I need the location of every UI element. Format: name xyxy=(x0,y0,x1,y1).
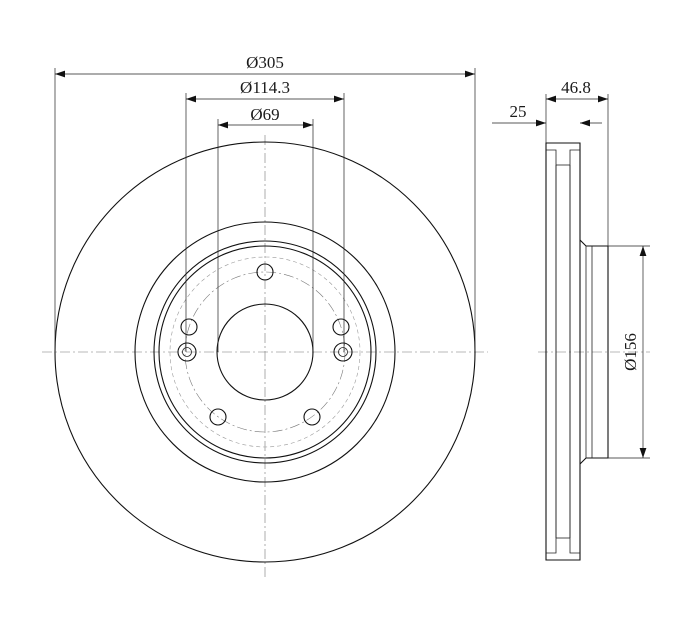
overall-height-label: 46.8 xyxy=(561,78,591,97)
locating-hole xyxy=(333,342,353,362)
locating-hole-thread xyxy=(338,347,348,357)
bolt-circle-line xyxy=(184,271,346,433)
locating-hole-thread xyxy=(182,347,192,357)
outer-diameter-label: Ø305 xyxy=(246,53,284,72)
front-view: Ø305 Ø114.3 Ø69 xyxy=(42,52,488,580)
hat-section xyxy=(579,239,609,465)
friction-ring-section xyxy=(545,142,581,561)
locating-hole xyxy=(177,342,197,362)
friction-ring-inner-edge xyxy=(134,221,396,483)
bolt-hole xyxy=(303,408,321,426)
thickness-label: 25 xyxy=(510,102,527,121)
center-bore-label: Ø69 xyxy=(250,105,279,124)
bolt-hole xyxy=(180,318,198,336)
dimension-hat-diameter: Ø156 xyxy=(608,245,650,459)
dimension-bolt-circle: Ø114.3 xyxy=(185,78,345,352)
hat-step xyxy=(158,245,372,459)
bolt-hole xyxy=(332,318,350,336)
dimension-overall-height: 46.8 xyxy=(545,78,609,246)
hat-outer-edge xyxy=(153,240,377,464)
hole-pattern xyxy=(177,263,353,426)
bolt-circle-label: Ø114.3 xyxy=(240,78,290,97)
dimension-thickness: 25 xyxy=(492,102,602,127)
dimension-center-bore: Ø69 xyxy=(217,105,314,352)
dimension-outer-diameter: Ø305 xyxy=(54,52,476,352)
bolt-hole xyxy=(209,408,227,426)
side-view: 46.8 25 Ø156 xyxy=(492,78,650,561)
mounting-face xyxy=(169,256,361,448)
hat-diameter-label: Ø156 xyxy=(621,333,640,371)
bolt-hole xyxy=(256,263,274,281)
